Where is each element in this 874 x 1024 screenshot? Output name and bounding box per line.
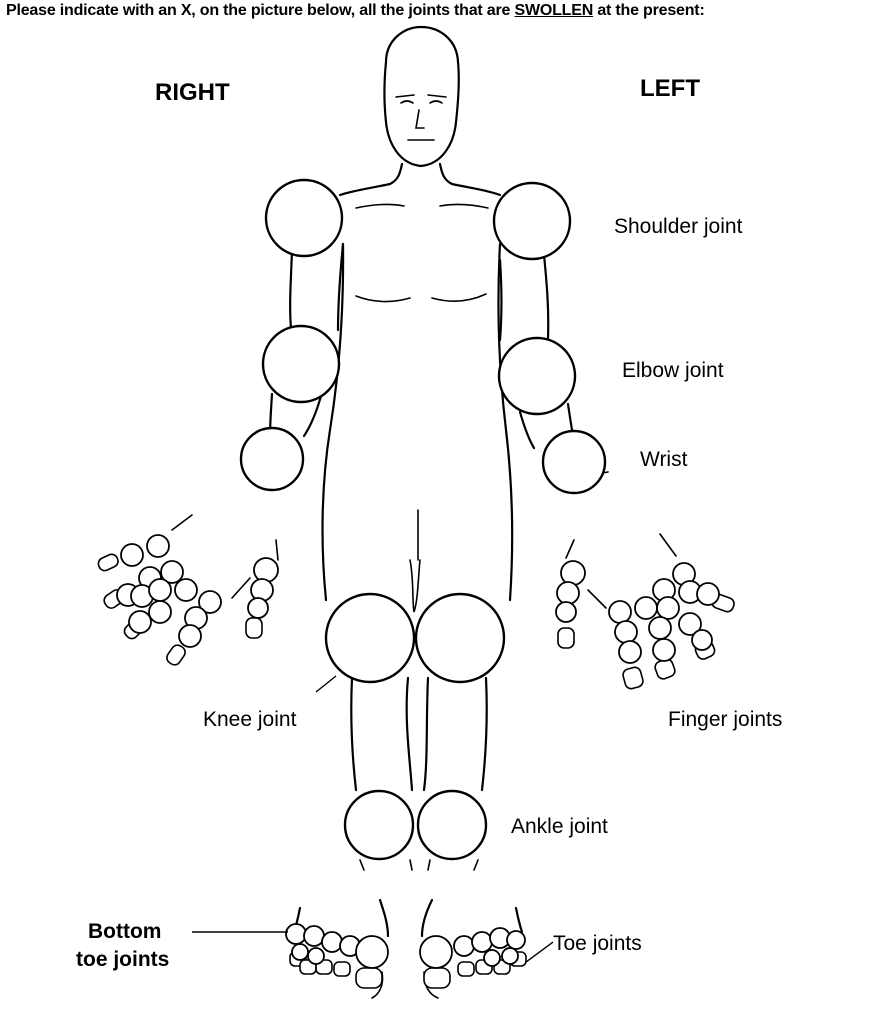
knee-leader-line xyxy=(315,675,337,693)
ankle-joint-label: Ankle joint xyxy=(511,815,608,838)
right-wrist-joint[interactable] xyxy=(239,426,305,492)
right-big-toe-joint[interactable] xyxy=(355,935,389,969)
right-toe-joint[interactable] xyxy=(291,943,309,961)
left-finger-joint[interactable] xyxy=(634,596,658,620)
toe-joints-label: Toe joints xyxy=(553,932,642,955)
shoulder-joint-label: Shoulder joint xyxy=(614,215,743,238)
bottom-toe-joints-label-line2: toe joints xyxy=(76,948,169,971)
left-thumb-joint[interactable] xyxy=(556,581,580,605)
right-toe-joint[interactable] xyxy=(285,923,307,945)
left-thumb-joint[interactable] xyxy=(555,601,577,623)
right-thumb-joint[interactable] xyxy=(247,597,269,619)
body-outline xyxy=(268,162,609,871)
right-toe-joint[interactable] xyxy=(307,947,325,965)
right-finger-joint[interactable] xyxy=(178,624,202,648)
toe-leader-line xyxy=(525,941,554,963)
finger-joints-label: Finger joints xyxy=(668,708,782,731)
right-toe-joint[interactable] xyxy=(321,931,343,953)
instruction-text: Please indicate with an X, on the pictur… xyxy=(6,2,868,20)
left-elbow-joint[interactable] xyxy=(497,336,577,416)
right-shoulder-joint[interactable] xyxy=(264,178,344,258)
right-hand xyxy=(97,514,279,666)
left-finger-joint[interactable] xyxy=(614,620,638,644)
bottom-toe-joints-label-line1: Bottom xyxy=(88,920,161,943)
elbow-joint-label: Elbow joint xyxy=(622,359,724,382)
left-finger-joint[interactable] xyxy=(678,612,702,636)
right-finger-joint[interactable] xyxy=(120,543,144,567)
right-thumb-joint[interactable] xyxy=(253,557,279,583)
right-elbow-joint[interactable] xyxy=(261,324,341,404)
wrist-label: Wrist xyxy=(640,448,688,471)
left-finger-joint[interactable] xyxy=(656,596,680,620)
left-ankle-joint[interactable] xyxy=(416,789,488,861)
right-knee-joint[interactable] xyxy=(324,592,416,684)
left-finger-joint[interactable] xyxy=(648,616,672,640)
head xyxy=(383,25,460,168)
instruction-before: Please indicate with an X, on the pictur… xyxy=(6,2,515,19)
left-toe-joint[interactable] xyxy=(453,935,475,957)
right-finger-joint[interactable] xyxy=(128,610,152,634)
instruction-emphasis: SWOLLEN xyxy=(514,2,594,19)
left-toe-joint[interactable] xyxy=(501,947,519,965)
left-toe-joint[interactable] xyxy=(483,949,501,967)
left-toe-joint[interactable] xyxy=(471,931,493,953)
left-knee-joint[interactable] xyxy=(414,592,506,684)
left-shoulder-joint[interactable] xyxy=(492,181,572,261)
left-finger-joint[interactable] xyxy=(608,600,632,624)
right-finger-joint[interactable] xyxy=(198,590,222,614)
left-finger-joint[interactable] xyxy=(696,582,720,606)
left-finger-joint[interactable] xyxy=(652,638,676,662)
right-finger-joint[interactable] xyxy=(160,560,184,584)
right-foot xyxy=(285,898,390,999)
left-foot xyxy=(419,898,527,999)
knee-joint-label: Knee joint xyxy=(203,708,297,731)
left-wrist-joint[interactable] xyxy=(541,429,607,495)
major-joints xyxy=(239,178,607,861)
left-finger-joint[interactable] xyxy=(618,640,642,664)
right-finger-joint[interactable] xyxy=(146,534,170,558)
right-thumb-joint[interactable] xyxy=(250,578,274,602)
left-hand xyxy=(555,533,735,690)
right-finger-joint[interactable] xyxy=(148,600,172,624)
left-big-toe-joint[interactable] xyxy=(419,935,453,969)
instruction-after: at the present: xyxy=(593,2,705,19)
right-finger-joint[interactable] xyxy=(148,578,172,602)
left-thumb-joint[interactable] xyxy=(560,560,586,586)
left-finger-joint[interactable] xyxy=(691,629,713,651)
right-toe-joint[interactable] xyxy=(303,925,325,947)
right-ankle-joint[interactable] xyxy=(343,789,415,861)
left-side-label: LEFT xyxy=(640,75,700,102)
right-finger-joint[interactable] xyxy=(174,578,198,602)
right-side-label: RIGHT xyxy=(155,79,230,106)
left-toe-joint[interactable] xyxy=(506,930,526,950)
